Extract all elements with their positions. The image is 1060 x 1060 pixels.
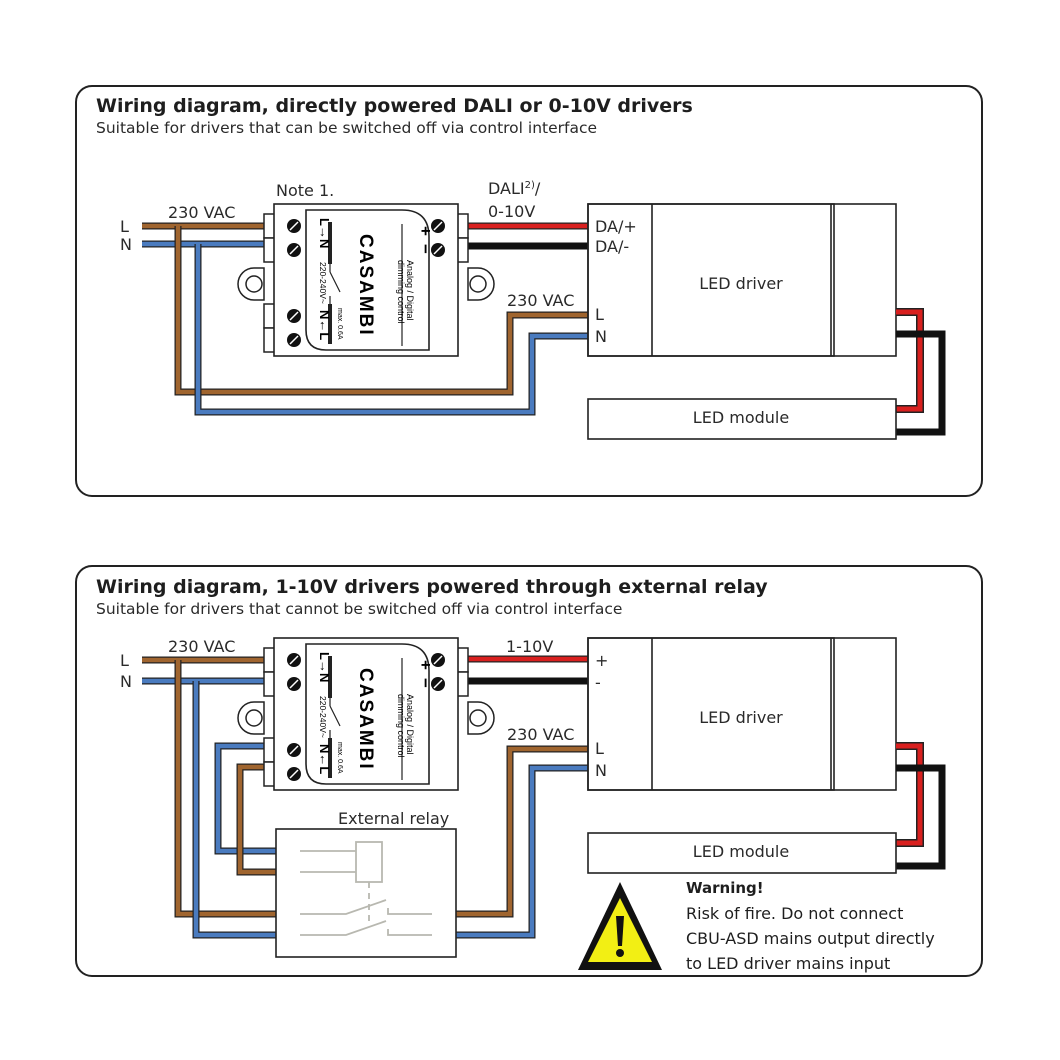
driver-terminal-L-2: L [595, 739, 604, 758]
warning-line-2: CBU-ASD mains output directly [686, 929, 935, 948]
driver-mains-voltage-2: 230 VAC [507, 725, 574, 744]
panel-2-subtitle: Suitable for drivers that cannot be swit… [96, 600, 622, 618]
svg-text:max. 0.6A: max. 0.6A [336, 308, 343, 340]
led-module-label-1: LED module [693, 408, 789, 427]
driver-mains-voltage-1: 230 VAC [507, 291, 574, 310]
casambi-device-1: L→N 220-240V~ N←L max. 0.6A CASAMBI Anal… [236, 202, 496, 358]
driver-terminal-plus-1: DA/+ [595, 217, 637, 236]
warning-line-1: Risk of fire. Do not connect [686, 904, 903, 923]
svg-text:dimming control: dimming control [396, 694, 406, 758]
led-driver-label-2: LED driver [699, 708, 783, 727]
warning-title: Warning! [686, 879, 764, 897]
driver-terminal-minus-2: - [595, 673, 601, 692]
external-relay [275, 828, 457, 958]
svg-text:dimming control: dimming control [396, 260, 406, 324]
mains-L-label-2: L [120, 651, 129, 670]
svg-text:220-240V~: 220-240V~ [318, 262, 328, 304]
driver-terminal-L-1: L [595, 305, 604, 324]
driver-terminal-minus-1: DA/- [595, 237, 629, 256]
mains-N-label-2: N [120, 672, 132, 691]
svg-text:L→N: L→N [317, 652, 332, 682]
mains-voltage-label: 230 VAC [168, 203, 235, 222]
control-label: DALI2)/ [488, 179, 541, 198]
svg-text:220-240V~: 220-240V~ [318, 696, 328, 738]
led-module-label-2: LED module [693, 842, 789, 861]
led-driver-label-1: LED driver [699, 274, 783, 293]
panel-2-title: Wiring diagram, 1-10V drivers powered th… [96, 576, 768, 598]
svg-text:Analog / Digital: Analog / Digital [405, 694, 415, 755]
diagram-panel-1: Wiring diagram, directly powered DALI or… [75, 85, 983, 497]
svg-text:Analog / Digital: Analog / Digital [405, 260, 415, 321]
panel-1-subtitle: Suitable for drivers that can be switche… [96, 119, 597, 137]
svg-text:L→N: L→N [317, 218, 332, 248]
warning-line-3: to LED driver mains input [686, 954, 890, 973]
casambi-device-2: L→N 220-240V~ N←L max. 0.6A CASAMBI Anal… [236, 636, 496, 792]
control-wires-1 [458, 222, 590, 250]
svg-text:−: − [416, 678, 435, 688]
control-label-1-10V: 1-10V [506, 637, 553, 656]
svg-text:+: + [416, 226, 435, 236]
svg-text:max. 0.6A: max. 0.6A [336, 742, 343, 774]
svg-text:N←L: N←L [317, 744, 332, 774]
mains-wires-2 [142, 656, 590, 939]
mains-L-label: L [120, 217, 129, 236]
warning-triangle-icon [578, 882, 662, 970]
panel-1-title: Wiring diagram, directly powered DALI or… [96, 95, 693, 117]
casambi-brand-2: CASAMBI [355, 668, 376, 771]
note-label: Note 1. [276, 181, 334, 200]
diagram-panel-2: Wiring diagram, 1-10V drivers powered th… [75, 565, 983, 977]
external-relay-label: External relay [338, 809, 449, 828]
driver-terminal-N-1: N [595, 327, 607, 346]
driver-terminal-plus-2: + [595, 651, 608, 670]
mains-N-label: N [120, 235, 132, 254]
control-label-2: 0-10V [488, 202, 535, 221]
svg-text:−: − [416, 244, 435, 254]
mains-wires-1 [142, 222, 590, 416]
mains-voltage-label-2: 230 VAC [168, 637, 235, 656]
driver-terminal-N-2: N [595, 761, 607, 780]
svg-text:N←L: N←L [317, 310, 332, 340]
casambi-brand: CASAMBI [355, 234, 376, 337]
control-wires-2 [458, 655, 590, 685]
svg-text:+: + [416, 660, 435, 670]
